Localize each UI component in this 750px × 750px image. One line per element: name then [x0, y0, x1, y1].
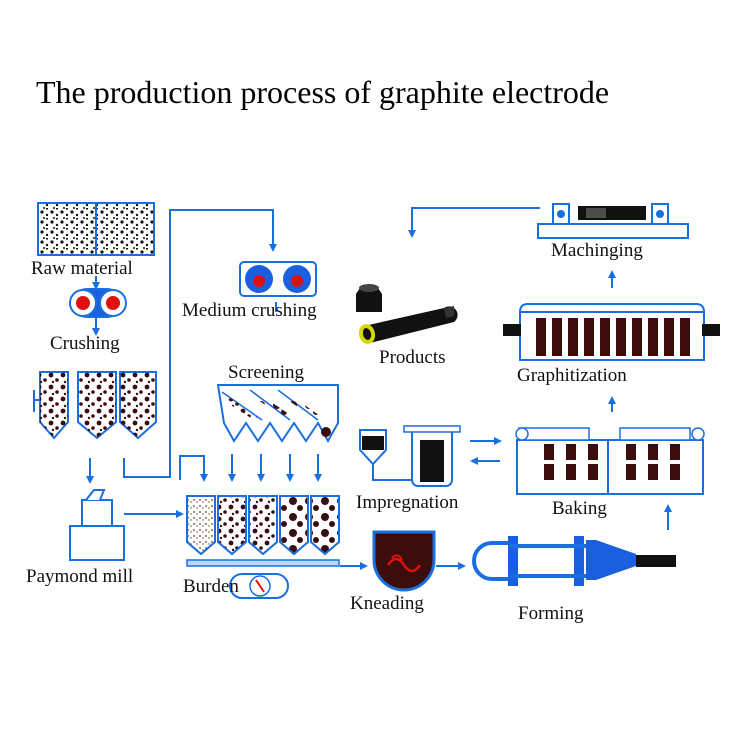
medium-crushing-icon	[239, 261, 317, 297]
burden-hoppers-icon	[186, 495, 340, 599]
graphitization-furnace-icon	[503, 303, 720, 361]
kneading-mixer-icon	[372, 530, 436, 592]
label-raw-material: Raw material	[31, 258, 133, 279]
impregnation-tank-icon	[359, 425, 461, 487]
label-forming: Forming	[518, 603, 584, 624]
raw-material-icon	[37, 202, 155, 256]
screening-icon	[216, 384, 339, 444]
crushing-roller-icon	[68, 287, 127, 319]
forming-press-icon	[472, 536, 676, 586]
products-electrode-icon	[356, 284, 458, 344]
baking-furnace-icon	[515, 427, 705, 495]
label-medium-crushing: Medium crushing	[182, 300, 317, 321]
label-kneading: Kneading	[350, 593, 424, 614]
label-crushing: Crushing	[50, 333, 120, 354]
label-burden: Burden	[183, 576, 239, 597]
paymond-mill-icon	[69, 489, 125, 561]
label-products: Products	[379, 347, 446, 368]
flow-arrows	[86, 207, 672, 570]
page-title: The production process of graphite elect…	[36, 74, 610, 110]
storage-silos-icon	[33, 371, 157, 440]
label-impregnation: Impregnation	[356, 492, 459, 513]
label-baking: Baking	[552, 498, 607, 519]
label-machinging: Machinging	[551, 240, 643, 261]
machining-lathe-icon	[537, 203, 689, 239]
label-screening: Screening	[228, 362, 304, 383]
label-graphitization: Graphitization	[517, 365, 627, 386]
label-paymond-mill: Paymond mill	[26, 566, 134, 587]
